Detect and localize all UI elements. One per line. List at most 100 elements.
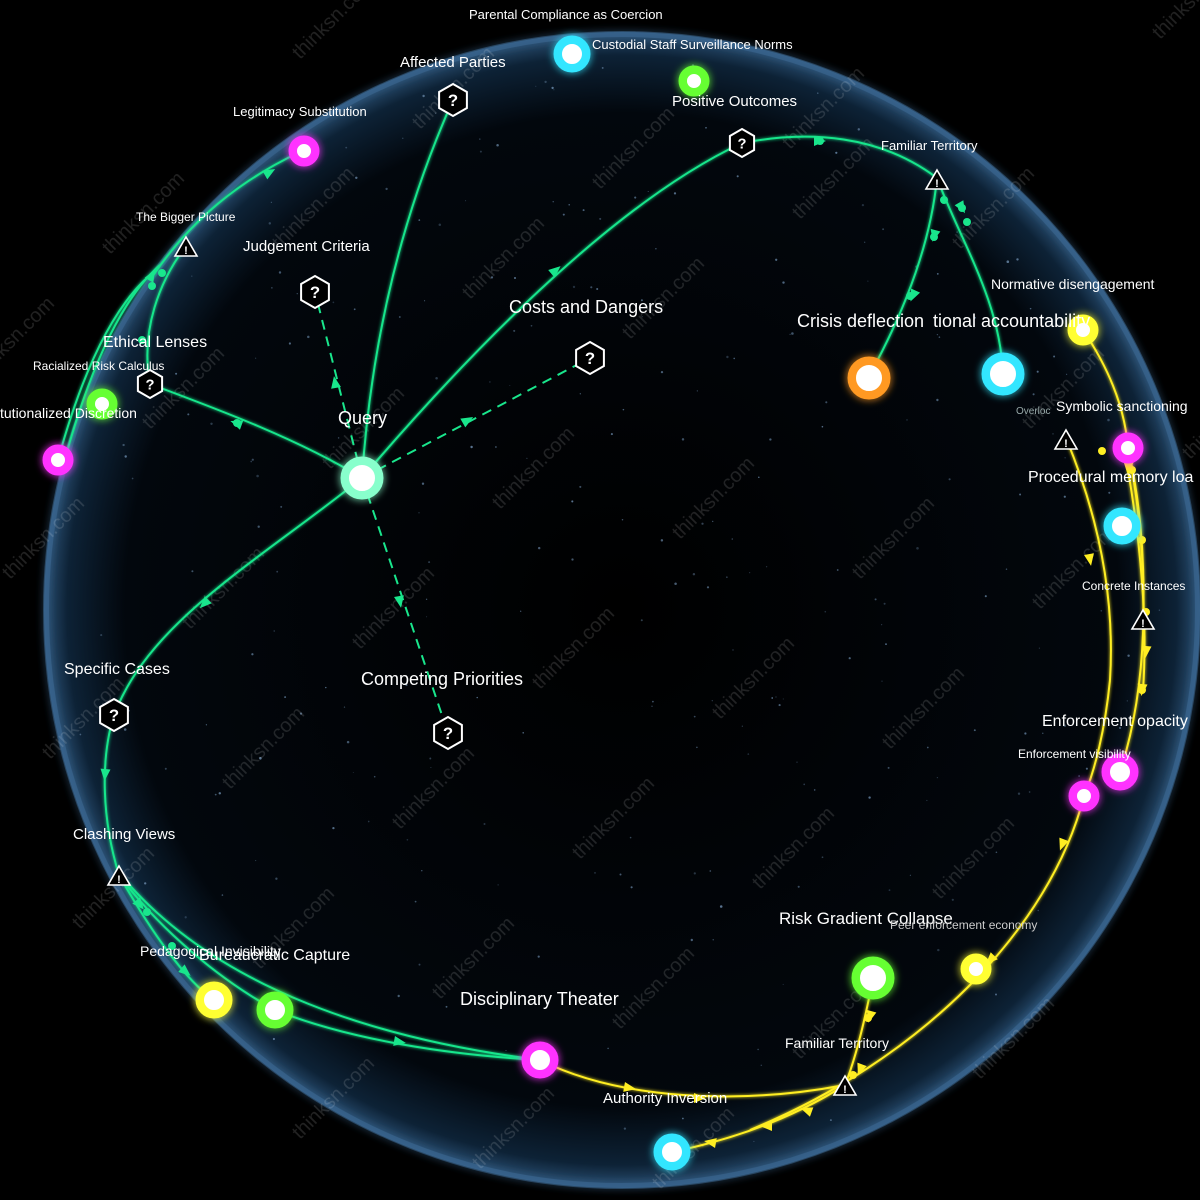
warning-glyph: ! xyxy=(117,874,121,886)
question-mark-icon: ? xyxy=(146,377,155,393)
star-dot xyxy=(864,241,866,243)
question-node-ethical-lenses[interactable]: ? xyxy=(136,368,164,400)
edge-query-competing xyxy=(361,477,449,734)
star-dot xyxy=(284,696,287,699)
entity-node-accountability[interactable] xyxy=(981,352,1025,396)
label-affected-parties: Affected Parties xyxy=(400,54,506,71)
star-dot xyxy=(660,370,664,374)
star-dot xyxy=(641,316,644,318)
question-node-judgement-criteria[interactable]: ? xyxy=(300,274,330,310)
star-dot xyxy=(712,939,714,941)
edge-arrow-marker xyxy=(393,1036,406,1046)
warning-node-familiar-territory-bottom[interactable]: ! xyxy=(832,1074,858,1096)
edge-ethical-bigger xyxy=(146,245,187,385)
warning-node-bigger-picture[interactable]: ! xyxy=(173,235,199,257)
entity-node-query[interactable] xyxy=(340,456,384,500)
star-dot xyxy=(747,753,750,755)
label-risk-gradient-collapse: Risk Gradient Collapse xyxy=(779,909,953,928)
star-dot xyxy=(719,905,723,908)
star-dot xyxy=(813,789,816,791)
star-dot xyxy=(434,112,437,114)
star-dot xyxy=(824,610,827,613)
entity-node-opacity[interactable] xyxy=(1101,753,1139,791)
star-dot xyxy=(123,728,127,731)
entity-node-positive[interactable] xyxy=(678,65,710,97)
entity-node-normative[interactable] xyxy=(1067,314,1099,346)
entity-node-crisis[interactable] xyxy=(847,356,891,400)
star-dot xyxy=(489,381,491,383)
star-dot xyxy=(640,299,643,302)
star-dot xyxy=(296,293,298,295)
star-dot xyxy=(1037,909,1039,912)
entity-node-disciplinary[interactable] xyxy=(521,1041,559,1079)
edge-arrow-marker xyxy=(1123,461,1134,474)
question-mark-icon: ? xyxy=(738,136,747,152)
star-dot xyxy=(553,89,555,91)
star-dot xyxy=(537,955,540,958)
star-dot xyxy=(951,898,954,901)
entity-node-risk[interactable] xyxy=(851,956,895,1000)
warning-node-overlap[interactable]: ! xyxy=(1053,428,1079,450)
star-dot xyxy=(445,1005,448,1008)
star-dot xyxy=(1032,393,1035,396)
star-dot xyxy=(124,455,127,458)
entity-node-institutionalized[interactable] xyxy=(42,444,74,476)
entity-node-authority[interactable] xyxy=(653,1133,691,1171)
entity-node-symbolic[interactable] xyxy=(1112,432,1144,464)
star-dot xyxy=(956,231,958,233)
edge-bureaucratic-disciplinary xyxy=(274,1009,541,1061)
node-core xyxy=(293,140,315,162)
edge-visibility-authority xyxy=(749,795,1085,1131)
hexagon-icon xyxy=(136,368,164,400)
star-dot xyxy=(579,393,581,395)
edge-arrow-marker xyxy=(199,596,212,609)
entity-node-procedural[interactable] xyxy=(1103,507,1141,545)
star-dot xyxy=(690,938,693,942)
star-dot xyxy=(346,740,350,744)
warning-node-concrete-instances[interactable]: ! xyxy=(1130,608,1156,630)
star-dot xyxy=(610,433,613,436)
entity-node-bureaucratic[interactable] xyxy=(256,991,294,1029)
star-dot xyxy=(701,522,704,525)
star-dot xyxy=(122,443,125,447)
star-dot xyxy=(647,190,649,193)
star-dot xyxy=(705,126,707,129)
star-dot xyxy=(278,271,282,274)
entity-node-custodial[interactable] xyxy=(553,35,591,73)
entity-node-visibility[interactable] xyxy=(1068,780,1100,812)
star-dot xyxy=(599,217,602,220)
question-mark-icon: ? xyxy=(310,283,320,302)
edge-arrow-marker xyxy=(100,768,111,781)
label-symbolic-sanctioning: Symbolic sanctioning xyxy=(1056,398,1188,414)
entity-node-pedagogical[interactable] xyxy=(195,981,233,1019)
star-dot xyxy=(733,357,735,360)
question-node-costs-and-dangers[interactable]: ? xyxy=(575,340,605,376)
star-dot xyxy=(496,144,499,147)
edge-arrow-marker xyxy=(857,1062,867,1076)
label-familiar-territory-bottom: Familiar Territory xyxy=(785,1035,889,1051)
globe-sphere xyxy=(44,32,1200,1188)
star-dot xyxy=(424,300,426,302)
star-dot xyxy=(926,799,928,801)
star-dot xyxy=(332,301,335,304)
warning-node-familiar-territory-top[interactable]: ! xyxy=(924,168,950,190)
question-mark-icon: ? xyxy=(448,91,458,110)
edge-midpoint-dot xyxy=(168,942,176,950)
question-node-positive-outcomes[interactable]: ? xyxy=(728,127,756,159)
question-node-competing-priorities[interactable]: ? xyxy=(433,715,463,751)
question-node-affected-parties[interactable]: ? xyxy=(438,82,468,118)
entity-node-racialized[interactable] xyxy=(86,388,118,420)
edge-query-specific xyxy=(113,477,363,716)
star-dot xyxy=(522,732,524,734)
star-dot xyxy=(355,176,358,180)
label-bigger-picture: The Bigger Picture xyxy=(136,210,236,224)
star-dot xyxy=(145,341,147,343)
question-mark-icon: ? xyxy=(443,724,453,743)
entity-node-legitimacy[interactable] xyxy=(288,135,320,167)
label-enforcement-visibility: Enforcement visibility xyxy=(1018,747,1131,761)
question-node-specific-cases[interactable]: ? xyxy=(99,697,129,733)
entity-node-peer[interactable] xyxy=(960,953,992,985)
node-core xyxy=(558,40,586,68)
warning-node-clashing-views[interactable]: ! xyxy=(106,864,132,886)
